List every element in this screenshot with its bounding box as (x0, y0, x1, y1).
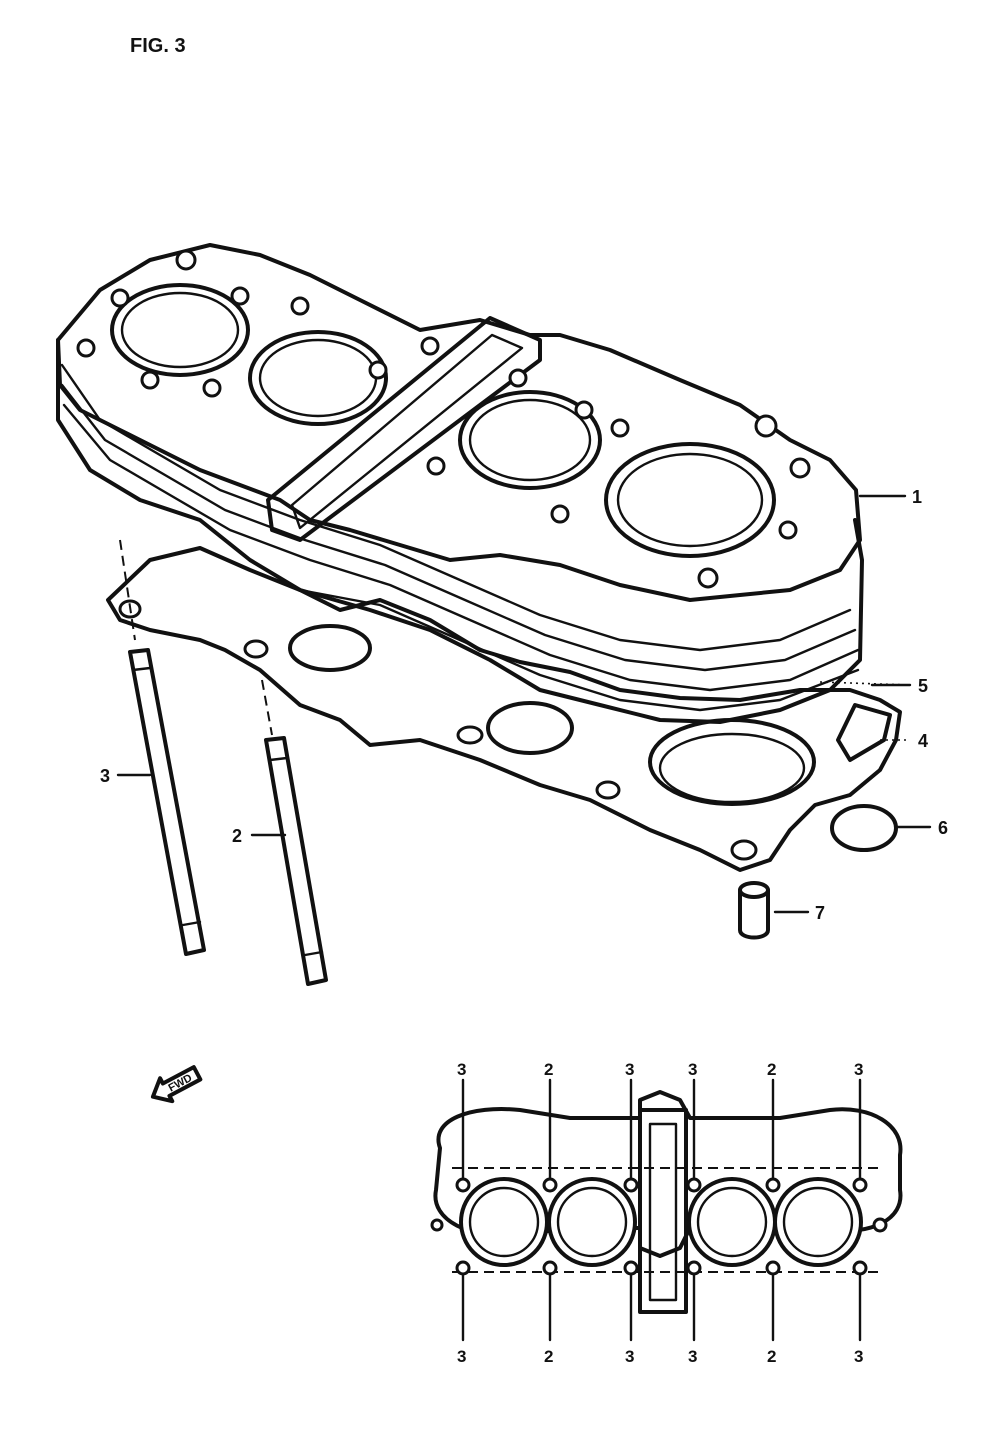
bolt-label-top-4: 3 (688, 1060, 697, 1079)
stud-bolt-long (119, 539, 206, 956)
small-o-ring (830, 804, 898, 852)
bolt-label-top-1: 3 (457, 1060, 466, 1079)
forward-arrow-icon: FWD (150, 1065, 203, 1104)
bolt-pattern-view (430, 1078, 903, 1342)
bolt-label-top-3: 3 (625, 1060, 634, 1079)
bolt-label-top-6: 3 (854, 1060, 863, 1079)
cylinder-o-ring (648, 718, 816, 806)
dowel-pin (738, 881, 770, 940)
cylinder-base-gasket (106, 546, 902, 872)
bolt-label-bottom-2: 2 (544, 1347, 553, 1366)
bolt-label-bottom-3: 3 (625, 1347, 634, 1366)
callout-5: 5 (918, 676, 928, 696)
callout-6: 6 (938, 818, 948, 838)
callout-3: 3 (100, 766, 110, 786)
callout-4: 4 (918, 731, 928, 751)
bolt-label-bottom-6: 3 (854, 1347, 863, 1366)
bolt-label-top-5: 2 (767, 1060, 776, 1079)
callout-7: 7 (815, 903, 825, 923)
callout-leaders (116, 494, 932, 914)
bolt-label-bottom-1: 3 (457, 1347, 466, 1366)
callout-2: 2 (232, 826, 242, 846)
callout-1: 1 (912, 487, 922, 507)
figure-title: FIG. 3 (130, 35, 186, 57)
bolt-label-bottom-5: 2 (767, 1347, 776, 1366)
stud-bolt-short (261, 679, 328, 986)
cylinder-block (56, 243, 864, 724)
bolt-label-top-2: 2 (544, 1060, 553, 1079)
bolt-label-bottom-4: 3 (688, 1347, 697, 1366)
